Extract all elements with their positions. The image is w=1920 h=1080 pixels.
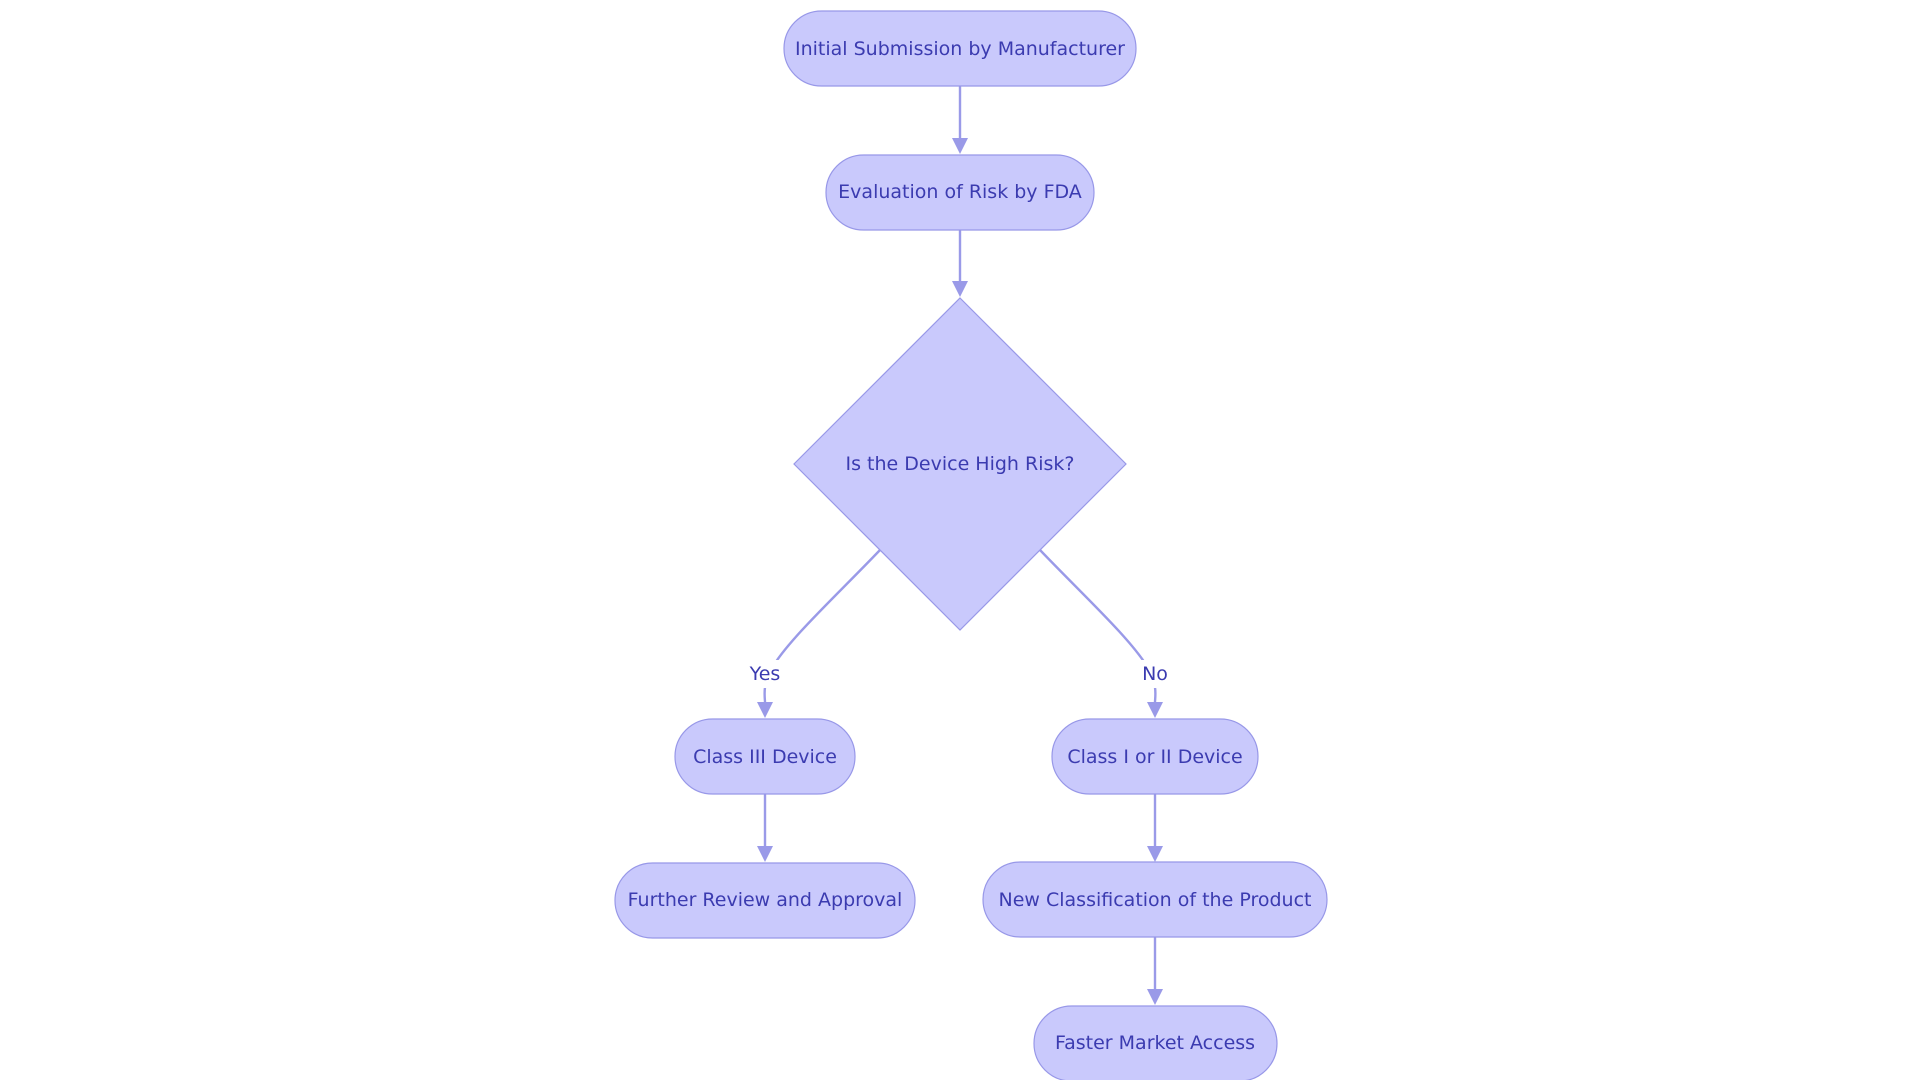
node-shape: [1051, 718, 1259, 795]
node-label: Faster Market Access: [1055, 1032, 1255, 1054]
node-faster-market-access: Faster Market Access: [1033, 1005, 1278, 1080]
arrow-head: [757, 846, 773, 862]
arrow-head: [1147, 702, 1163, 718]
node-initial-submission: Initial Submission by Manufacturer: [783, 10, 1137, 87]
node-shape: [825, 154, 1095, 231]
edge-label-yes: Yes: [749, 663, 781, 685]
node-shape: [1033, 1005, 1278, 1080]
edge-label-no: No: [1142, 663, 1168, 685]
node-new-classification: New Classification of the Product: [982, 861, 1328, 938]
arrow-head: [1147, 989, 1163, 1005]
edges: [757, 86, 1163, 1005]
node-class-i-or-ii-device: Class I or II Device: [1051, 718, 1259, 795]
node-label: Class I or II Device: [1067, 746, 1242, 768]
edge-label-background: [1138, 660, 1172, 688]
node-shape: [674, 718, 856, 795]
arrow-head: [952, 281, 968, 297]
edge-decision-no: [1039, 549, 1157, 703]
node-label: Is the Device High Risk?: [846, 453, 1075, 475]
decision-diamond: [793, 297, 1127, 631]
edge-decision-yes: [763, 549, 881, 703]
edge-label-background: [745, 660, 785, 688]
node-further-review: Further Review and Approval: [614, 862, 916, 939]
node-shape: [614, 862, 916, 939]
node-label: New Classification of the Product: [999, 889, 1312, 911]
node-class-iii-device: Class III Device: [674, 718, 856, 795]
arrow-head: [952, 138, 968, 154]
node-shape: [783, 10, 1137, 87]
node-decision-high-risk: Is the Device High Risk?: [793, 297, 1127, 631]
node-label: Further Review and Approval: [628, 889, 903, 911]
node-label: Initial Submission by Manufacturer: [795, 38, 1125, 60]
node-shape: [982, 861, 1328, 938]
edge-labels: Yes No: [745, 660, 1172, 688]
arrow-head: [757, 702, 773, 718]
node-label: Class III Device: [693, 746, 837, 768]
node-evaluation-of-risk: Evaluation of Risk by FDA: [825, 154, 1095, 231]
arrow-head: [1147, 846, 1163, 862]
node-label: Evaluation of Risk by FDA: [838, 181, 1082, 203]
